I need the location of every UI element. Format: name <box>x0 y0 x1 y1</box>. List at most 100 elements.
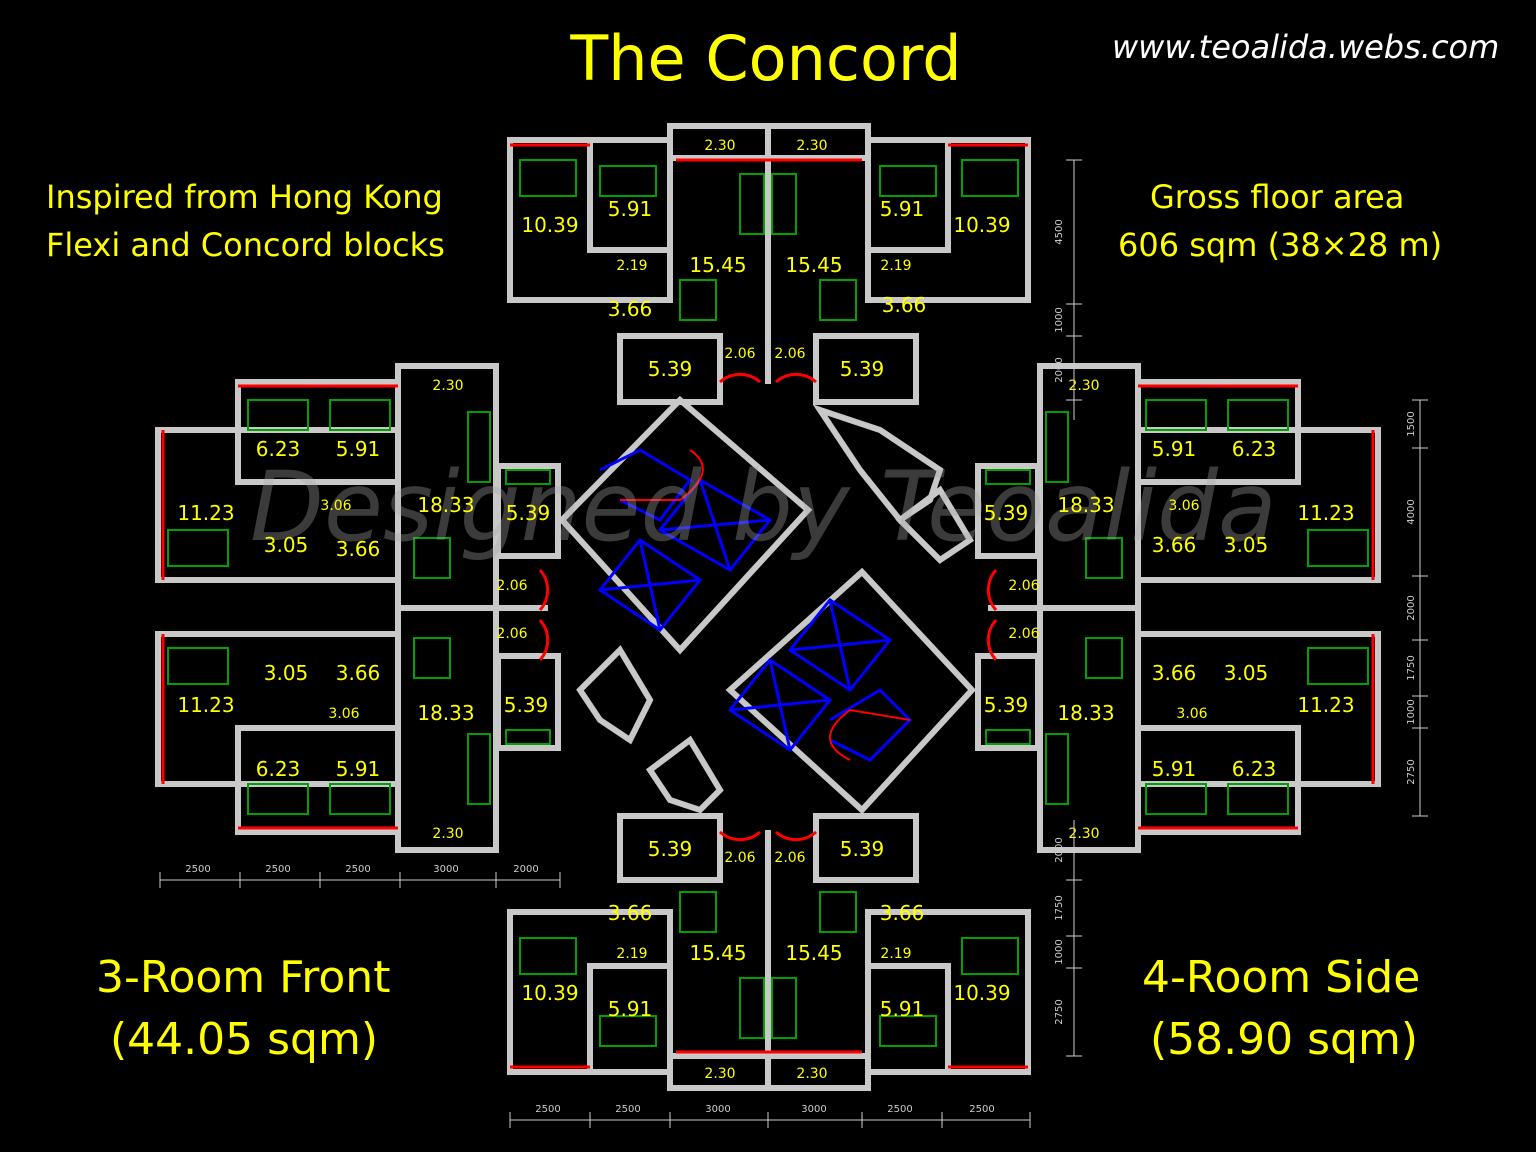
page-title: The Concord <box>0 22 1536 95</box>
gross-floor-area-value: 606 sqm (38×28 m) <box>1118 226 1443 264</box>
wall-bottom-left-kitchen <box>617 813 723 883</box>
room-area: 5.39 <box>648 837 693 861</box>
room-area: 15.45 <box>689 253 746 277</box>
dining-table <box>819 279 857 321</box>
bed <box>1307 647 1369 685</box>
wall-left-lower-kitchen <box>495 653 561 751</box>
room-area: 2.30 <box>704 1066 735 1082</box>
dim-label: 2500 <box>185 864 210 875</box>
room-area: 6.23 <box>1232 757 1277 781</box>
website-url: www.teoalida.webs.com <box>1112 28 1500 66</box>
room-area: 11.23 <box>177 693 234 717</box>
wall-core-upper-left <box>557 395 813 655</box>
dim-label: 2500 <box>265 864 290 875</box>
room-area: 15.45 <box>689 941 746 965</box>
bed <box>1227 399 1289 431</box>
room-area: 2.30 <box>1068 826 1099 842</box>
stair <box>599 448 693 522</box>
room-area: 10.39 <box>521 981 578 1005</box>
room-area: 3.66 <box>336 537 381 561</box>
room-area: 3.66 <box>608 901 653 925</box>
stair-arrows <box>620 449 911 761</box>
sofa <box>1045 411 1069 483</box>
room-area: 18.33 <box>417 493 474 517</box>
sofa <box>739 173 765 235</box>
wall-bottom-right-kitchen <box>813 813 919 883</box>
room-area: 3.66 <box>1152 533 1197 557</box>
room-area: 2.06 <box>724 850 755 866</box>
sofa <box>1045 733 1069 805</box>
room-area: 18.33 <box>417 701 474 725</box>
sofa <box>467 733 491 805</box>
room-area: 5.39 <box>648 357 693 381</box>
room-area: 3.06 <box>1168 498 1199 514</box>
stair <box>829 688 913 762</box>
dim-label: 2000 <box>1406 595 1417 620</box>
bed <box>1145 399 1207 431</box>
gross-floor-area-label: Gross floor area <box>1150 178 1405 216</box>
room-area: 2.06 <box>496 578 527 594</box>
room-area: 5.91 <box>880 197 925 221</box>
dimension-labels: 2500 2500 2500 3000 2000 2500 2500 3000 … <box>185 219 1417 1115</box>
room-area: 5.39 <box>504 693 549 717</box>
lifts <box>597 448 913 762</box>
room-area: 5.39 <box>840 837 885 861</box>
room-area: 5.39 <box>840 357 885 381</box>
sofa <box>771 977 797 1039</box>
dim-label: 2500 <box>887 1104 912 1115</box>
wall-top-left-bedroom <box>587 137 673 253</box>
dim-label: 2000 <box>513 864 538 875</box>
lift-cross <box>729 698 831 712</box>
side-unit-name: 4-Room Side <box>1142 952 1421 1003</box>
wall-left-upper-kitchen <box>495 463 561 559</box>
title-text: The Concord <box>570 22 962 95</box>
room-area: 3.05 <box>264 661 309 685</box>
room-area: 5.91 <box>880 997 925 1021</box>
windows <box>161 143 1375 1069</box>
dining-table <box>1085 637 1123 679</box>
room-area: 18.33 <box>1057 493 1114 517</box>
dim-label: 1000 <box>1054 307 1065 332</box>
dim-label: 1500 <box>1406 411 1417 436</box>
room-area: 10.39 <box>521 213 578 237</box>
inspiration-line-2: Flexi and Concord blocks <box>46 226 445 264</box>
door-arc <box>719 830 761 842</box>
wall-core-right <box>895 485 975 564</box>
dining-table <box>679 279 717 321</box>
dim-label: 2500 <box>615 1104 640 1115</box>
door-arc <box>538 569 550 611</box>
bed <box>247 783 309 815</box>
dim-label: 4500 <box>1054 219 1065 244</box>
dim-label: 1750 <box>1054 895 1065 920</box>
room-area: 15.45 <box>785 253 842 277</box>
dining-table <box>413 537 451 579</box>
counter <box>505 469 551 485</box>
wall-right-upper-kitchen <box>975 463 1041 559</box>
room-area: 6.23 <box>256 757 301 781</box>
room-labels: 10.39 5.91 2.19 15.45 3.66 5.39 2.06 2.3… <box>177 138 1354 1082</box>
bed <box>879 1015 937 1047</box>
room-area: 2.06 <box>496 626 527 642</box>
dining-table <box>1085 537 1123 579</box>
room-area: 2.19 <box>616 258 647 274</box>
inspiration-line-1: Inspired from Hong Kong <box>46 178 443 216</box>
front-unit-name: 3-Room Front <box>96 952 391 1003</box>
room-area: 3.05 <box>264 533 309 557</box>
counter <box>505 729 551 745</box>
room-area: 5.91 <box>336 757 381 781</box>
dining-table <box>819 891 857 933</box>
room-area: 2.30 <box>1068 378 1099 394</box>
dim-label: 2000 <box>1054 837 1065 862</box>
dim-label: 2500 <box>535 1104 560 1115</box>
sofa <box>467 411 491 483</box>
dim-label: 2750 <box>1406 759 1417 784</box>
front-unit-area: (44.05 sqm) <box>110 1014 378 1065</box>
bed <box>519 159 577 197</box>
bed <box>879 165 937 197</box>
wall-bottom-right-bedroom <box>865 963 951 1075</box>
room-area: 10.39 <box>953 981 1010 1005</box>
bed <box>167 529 229 567</box>
dim-label: 1000 <box>1406 699 1417 724</box>
room-area: 6.23 <box>1232 437 1277 461</box>
bed <box>247 399 309 431</box>
